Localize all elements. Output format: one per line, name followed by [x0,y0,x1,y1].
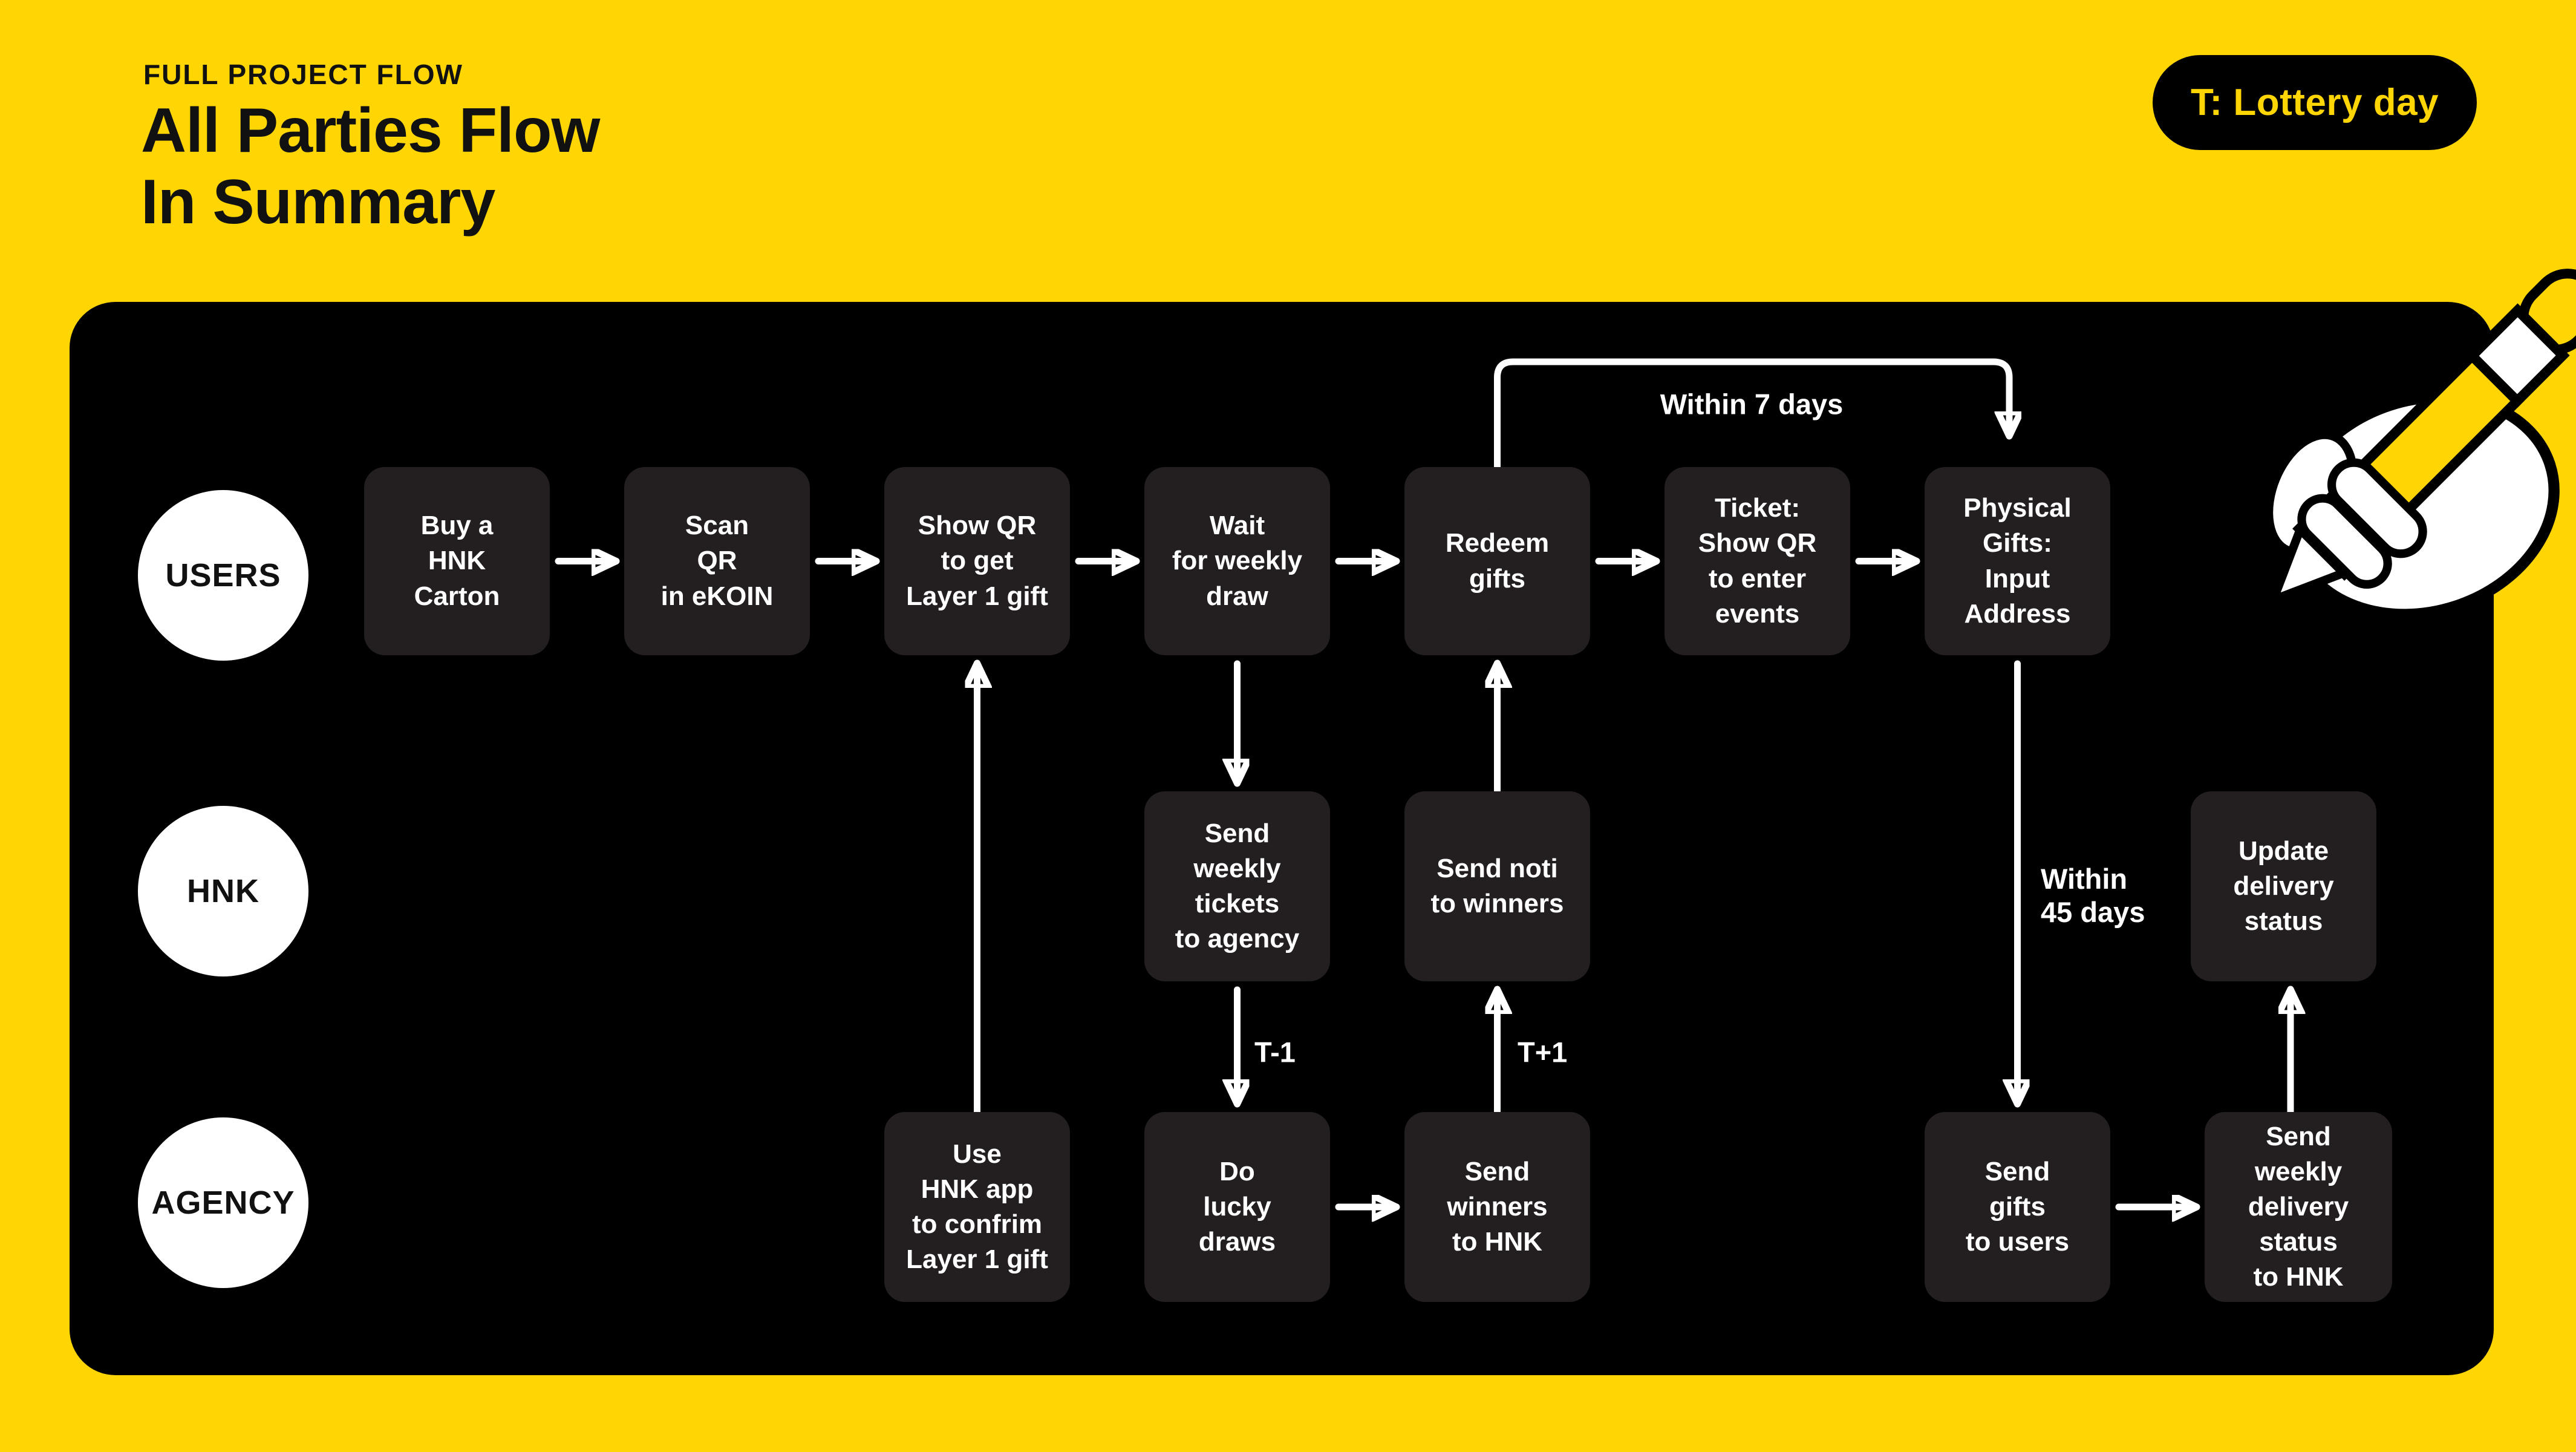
lane-label-hnk: HNK [187,873,259,909]
node-lucky-draws: Do lucky draws [1144,1112,1330,1302]
node-ticket-events: Ticket: Show QR to enter events [1665,467,1850,655]
node-update-status: Update delivery status [2191,791,2376,981]
node-delivery-status: Send weekly delivery status to HNK [2205,1112,2392,1302]
lane-circle-agency: AGENCY [138,1117,308,1288]
node-show-qr-gift: Show QR to get Layer 1 gift [884,467,1070,655]
node-scan-qr: Scan QR in eKOIN [624,467,810,655]
node-buy-carton: Buy a HNK Carton [364,467,550,655]
lane-label-agency: AGENCY [151,1185,295,1221]
lane-circle-hnk: HNK [138,806,308,976]
node-wait-draw: Wait for weekly draw [1144,467,1330,655]
label-t-minus-1: T-1 [1254,1036,1296,1068]
label-within-7-days: Within 7 days [1660,388,1844,420]
label-t-plus-1: T+1 [1518,1036,1568,1068]
node-send-tickets: Send weekly tickets to agency [1144,791,1330,981]
flow-panel: USERS HNK AGENCY Buy a HNK Carton Scan Q… [70,269,2576,1375]
node-physical-gifts: Physical Gifts: Input Address [1925,467,2110,655]
node-redeem-gifts: Redeem gifts [1404,467,1590,655]
label-within-45-days: Within 45 days [2041,863,2145,928]
pencil-in-hand-icon [2264,269,2576,620]
eyebrow-title: FULL PROJECT FLOW [143,59,463,90]
lane-circle-users: USERS [138,490,308,661]
node-confirm-gift: Use HNK app to confrim Layer 1 gift [884,1112,1070,1302]
flow-arrows [555,358,2494,1375]
page-title: All Parties Flow In Summary [141,96,600,237]
node-send-winners: Send winners to HNK [1404,1112,1590,1302]
node-send-noti: Send noti to winners [1404,791,1590,981]
lottery-day-badge: T: Lottery day [2153,55,2477,150]
lane-label-users: USERS [165,557,281,594]
node-send-gifts: Send gifts to users [1925,1112,2110,1302]
